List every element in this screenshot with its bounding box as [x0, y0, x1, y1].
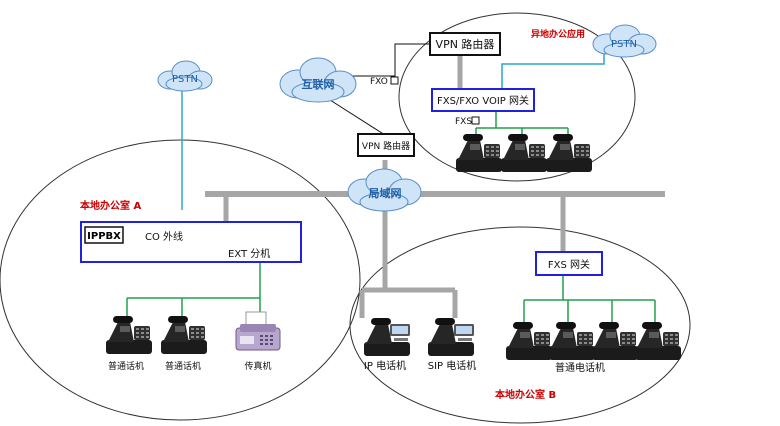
- office-b-phone-wiring: [523, 275, 656, 322]
- fxs-gateway-label: FXS 网关: [548, 258, 590, 271]
- fax-machine-icon: [235, 311, 281, 351]
- region-office-b-boundary: [349, 226, 691, 424]
- vpn-router-top-label: VPN 路由器: [436, 37, 495, 51]
- internet-cloud: [279, 57, 357, 103]
- office-a-phone-1-label: 普通话机: [108, 360, 144, 372]
- sip-phone-icon: [428, 318, 474, 356]
- vpn-router-mid-box: [357, 133, 415, 157]
- pstn-right-label: PSTN: [611, 39, 637, 50]
- office-b-phone-icon-4: [635, 322, 681, 360]
- office-b-phone-icon-1: [506, 322, 552, 360]
- fxo-port-label: FXO: [370, 77, 388, 87]
- region-remote-boundary: [398, 12, 636, 182]
- remote-phone-icon-2: [501, 134, 547, 172]
- remote-phone-icon-3: [546, 134, 592, 172]
- pstn-right-wire: [501, 52, 605, 92]
- region-office-a-boundary: [0, 139, 361, 421]
- pstn-left-cloud: [157, 60, 213, 92]
- office-a-extension-wiring: [126, 262, 261, 316]
- co-line-label: CO 外线: [145, 230, 183, 243]
- office-b-label: 本地办公室 B: [495, 388, 556, 401]
- pstn-left-label: PSTN: [172, 74, 198, 85]
- fxo-port-icon: [390, 76, 399, 85]
- vpn-router-top-box: [429, 32, 501, 56]
- internet-label: 互联网: [302, 77, 335, 91]
- ip-phone-icon: [364, 318, 410, 356]
- voip-gateway-box: [431, 88, 535, 112]
- office-a-phone-icon-2: [161, 316, 207, 354]
- ext-line-label: EXT 分机: [228, 247, 270, 260]
- office-a-label: 本地办公室 A: [80, 199, 141, 212]
- sip-phone-label: SIP 电话机: [428, 359, 477, 372]
- fxs-port-label: FXS: [455, 117, 472, 127]
- internet-to-vpn-top: [345, 43, 430, 77]
- ip-phone-label: IP 电话机: [364, 359, 406, 372]
- office-b-phone-icon-2: [549, 322, 595, 360]
- office-a-phone-2-label: 普通话机: [165, 360, 201, 372]
- remote-label: 异地办公应用: [531, 28, 585, 40]
- office-a-phone-icon-1: [106, 316, 152, 354]
- fxs-gateway-box: [535, 251, 603, 276]
- fax-label: 传真机: [244, 360, 271, 372]
- pstn-right-cloud: [592, 24, 657, 58]
- ippbx-tag-label: IPPBX: [87, 231, 121, 242]
- office-b-phones-label: 普通电话机: [555, 361, 605, 374]
- ippbx-tag-box: [84, 226, 124, 244]
- office-b-phone-icon-3: [592, 322, 638, 360]
- fxs-port-icon: [471, 116, 480, 125]
- lan-cloud: [347, 168, 422, 212]
- lan-label: 局域网: [368, 186, 402, 200]
- internet-to-vpn-mid: [329, 99, 386, 136]
- vpn-router-mid-label: VPN 路由器: [362, 140, 410, 152]
- voip-gateway-label: FXS/FXO VOIP 网关: [437, 94, 529, 107]
- remote-phone-icon-1: [456, 134, 502, 172]
